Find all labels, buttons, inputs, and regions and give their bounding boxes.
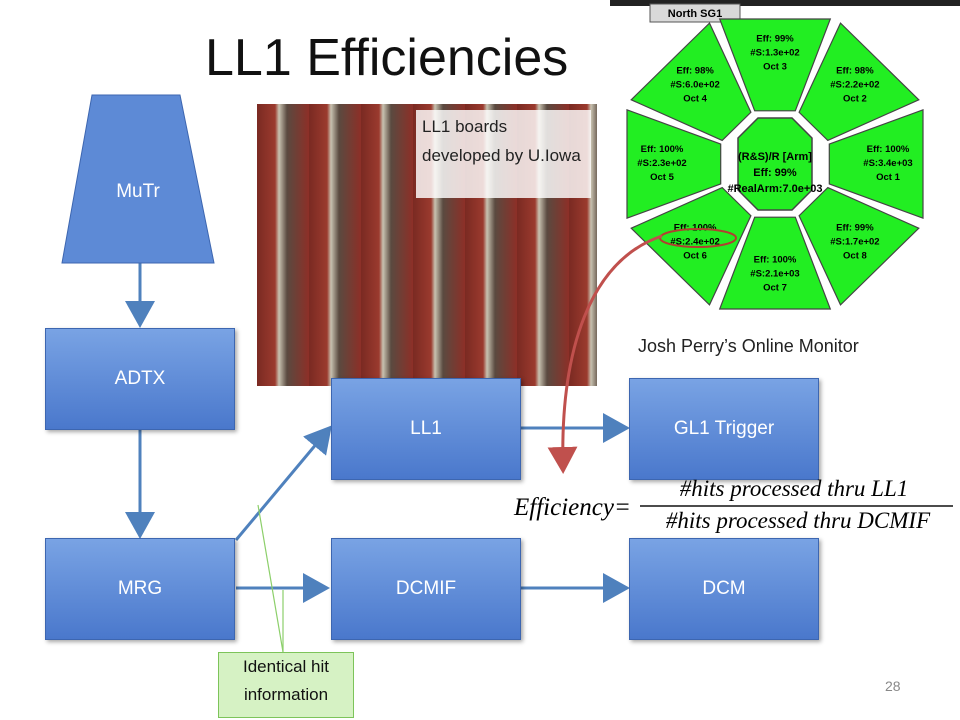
mutr-shape — [61, 94, 215, 264]
octant-label: Eff: 99% — [756, 33, 794, 44]
dcm-box: DCM — [629, 538, 819, 640]
octant-label: Eff: 100% — [867, 144, 910, 155]
octant-wedge — [718, 216, 832, 310]
center-line2: Eff: 99% — [753, 167, 797, 179]
monitor-caption: Josh Perry’s Online Monitor — [638, 336, 859, 356]
note-pointer-1 — [257, 504, 284, 653]
gl1-trigger-box: GL1 Trigger — [629, 378, 819, 480]
octagon-center — [737, 117, 813, 211]
octant-label: Oct 1 — [876, 172, 900, 183]
identical-hit-note: Identical hit information — [218, 652, 354, 718]
photo-label: LL1 boards developed by U.Iowa — [416, 110, 591, 198]
octant-label: Eff: 99% — [836, 222, 874, 233]
octant-label: Oct 5 — [650, 172, 674, 183]
octant-wedge — [828, 108, 924, 220]
octant-label: Oct 7 — [763, 283, 787, 294]
octant-label: Oct 3 — [763, 61, 787, 72]
octant-label: #S:6.0e+02 — [670, 80, 719, 91]
dcmif-box: DCMIF — [331, 538, 521, 640]
octant-label: #S:2.4e+02 — [670, 236, 719, 247]
octant-label: #S:1.3e+02 — [750, 47, 799, 58]
octant-label: Oct 6 — [683, 250, 707, 261]
octant-label: #S:2.1e+03 — [750, 269, 799, 280]
octant-wedge — [798, 186, 920, 306]
monitor-header: North SG1 — [668, 8, 722, 20]
octant-label: #S:2.3e+02 — [637, 158, 686, 169]
octant-label: Eff: 98% — [836, 66, 874, 77]
octant-wedge — [626, 108, 722, 220]
octant-label: Eff: 100% — [754, 255, 797, 266]
mrg-box: MRG — [45, 538, 235, 640]
page-number: 28 — [885, 678, 901, 694]
octant-label: Oct 8 — [843, 250, 867, 261]
red-curved-arrow — [547, 234, 663, 474]
octant-label: Eff: 100% — [641, 144, 684, 155]
center-line3: #RealArm:7.0e+03 — [727, 183, 822, 195]
adtx-box: ADTX — [45, 328, 235, 430]
octant-wedge — [718, 18, 832, 112]
octant-label: Oct 4 — [683, 94, 707, 105]
octant-label: #S:1.7e+02 — [830, 236, 879, 247]
octant-label: Oct 2 — [843, 94, 867, 105]
mutr-label: MuTr — [116, 181, 160, 202]
ll1-box: LL1 — [331, 378, 521, 480]
octant-wedge — [798, 22, 920, 142]
page-title: LL1 Efficiencies — [205, 29, 569, 87]
arrow-mrg-ll1 — [234, 425, 332, 541]
octant-wedge — [630, 22, 752, 142]
octant-label: Eff: 98% — [676, 66, 714, 77]
octant-label: Eff: 100% — [674, 222, 717, 233]
center-line1: (R&S)/R [Arm] — [738, 151, 812, 163]
octant-label: #S:2.2e+02 — [830, 80, 879, 91]
octant-label: #S:3.4e+03 — [863, 158, 912, 169]
